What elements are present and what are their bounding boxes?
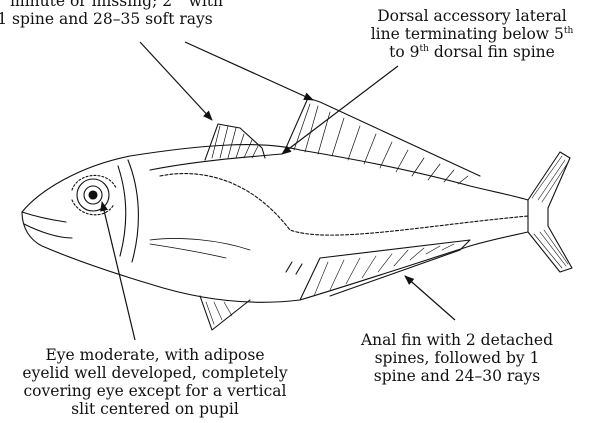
lateral-line [160, 174, 528, 236]
fish-operculum [118, 160, 138, 262]
label-anal-fin-line-1: Anal fin with 2 detached [342, 331, 572, 349]
superscript: nd [172, 0, 184, 3]
text-segment: with [184, 0, 223, 10]
fish-jaw [22, 212, 72, 238]
label-lateral-line-line-1: Dorsal accessory lateral [352, 7, 589, 25]
superscript: th [564, 26, 573, 36]
arrow-anal-fin [405, 276, 455, 320]
label-eye-line-3: covering eye except for a vertical [10, 382, 300, 400]
label-anal-fin: Anal fin with 2 detached spines, followe… [342, 331, 572, 385]
arrow-eye [102, 202, 135, 340]
fish-eye-pupil [89, 191, 97, 199]
text-segment: line terminating below 5 [371, 25, 564, 43]
label-dorsal-fins-line-2: 1 spine and 28–35 soft rays [0, 10, 250, 28]
label-eye-line-2: eyelid well developed, completely [10, 364, 300, 382]
arrow-first-dorsal [140, 42, 212, 120]
label-lateral-line-line-2: line terminating below 5th [352, 25, 589, 43]
second-dorsal-fin [285, 98, 480, 176]
label-eye-line-4: slit centered on pupil [10, 400, 300, 418]
anal-spines [286, 262, 302, 274]
text-segment: to 9 [389, 43, 419, 61]
superscript: th [420, 44, 429, 54]
label-dorsal-fins: 1st minute or missing; 2nd with 1 spine … [0, 0, 250, 28]
arrow-second-dorsal [185, 42, 313, 100]
caudal-fin [528, 152, 572, 272]
label-lateral-line: Dorsal accessory lateral line terminatin… [352, 7, 589, 61]
first-dorsal-fin [205, 124, 265, 160]
label-anal-fin-line-2: spines, followed by 1 [342, 349, 572, 367]
label-anal-fin-line-3: spine and 24–30 rays [342, 367, 572, 385]
text-segment: minute or missing; 2 [5, 0, 172, 10]
label-lateral-line-line-3: to 9th dorsal fin spine [352, 43, 589, 61]
dorsal-accessory-lateral-line [150, 154, 282, 170]
pectoral-fin [150, 238, 250, 258]
arrow-lateral-line [282, 66, 398, 154]
fish-body-outline [22, 145, 528, 303]
pelvic-fin [200, 296, 250, 330]
label-eye-line-1: Eye moderate, with adipose [10, 346, 300, 364]
text-segment: dorsal fin spine [429, 43, 555, 61]
label-dorsal-fins-line-1: 1st minute or missing; 2nd with [0, 0, 250, 10]
label-eye: Eye moderate, with adipose eyelid well d… [10, 346, 300, 418]
